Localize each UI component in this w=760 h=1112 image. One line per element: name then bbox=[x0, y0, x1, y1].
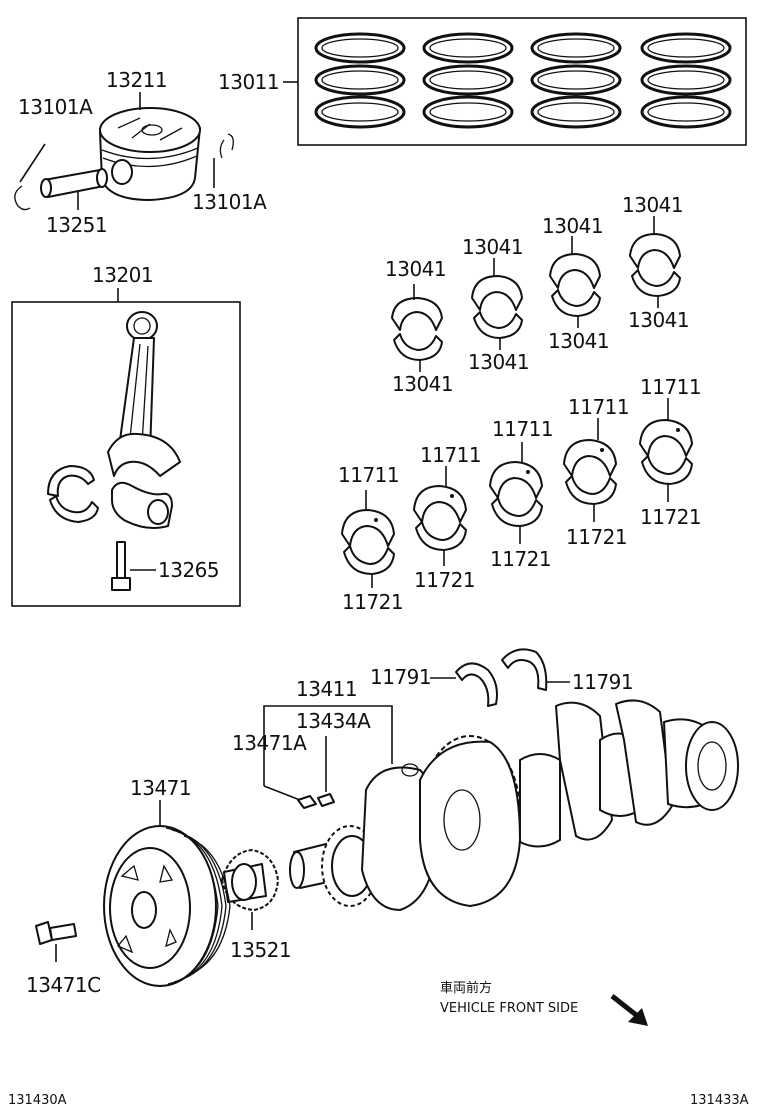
rod-bearing-pair-3[interactable] bbox=[549, 253, 601, 317]
label-main-lower-3: 11721 bbox=[490, 547, 551, 571]
label-snap-ring-right: 13101A bbox=[192, 190, 267, 214]
main-bearing-pair-1[interactable] bbox=[341, 509, 395, 575]
label-main-upper-2: 11711 bbox=[420, 443, 481, 467]
connecting-rod[interactable] bbox=[107, 311, 181, 529]
crank-keys[interactable] bbox=[297, 793, 335, 809]
label-pulley: 13471 bbox=[130, 776, 191, 800]
label-crank-sprocket: 13521 bbox=[230, 938, 291, 962]
label-pulley-key: 13471A bbox=[232, 731, 307, 755]
label-main-upper-4: 11711 bbox=[568, 395, 629, 419]
label-thrust-left: 11791 bbox=[370, 665, 431, 689]
label-main-lower-2: 11721 bbox=[414, 568, 475, 592]
label-piston: 13211 bbox=[106, 68, 167, 92]
main-bearing-pair-4[interactable] bbox=[563, 439, 617, 505]
label-main-upper-3: 11711 bbox=[492, 417, 553, 441]
front-note-en: VEHICLE FRONT SIDE bbox=[440, 1001, 578, 1016]
label-rod-bearing-1a: 13041 bbox=[385, 257, 446, 281]
snap-ring-left[interactable] bbox=[14, 185, 31, 211]
label-snap-ring-left: 13101A bbox=[18, 95, 93, 119]
label-ring-set: 13011 bbox=[218, 70, 279, 94]
label-rod-bearing-1b: 13041 bbox=[392, 372, 453, 396]
rod-bearing-pair-2[interactable] bbox=[471, 275, 523, 339]
label-main-lower-4: 11721 bbox=[566, 525, 627, 549]
rod-bearing-pair-4[interactable] bbox=[629, 233, 681, 297]
con-rod-bolt[interactable] bbox=[111, 541, 131, 591]
footer-code-left: 131430A bbox=[8, 1093, 67, 1108]
label-rod-bearing-3a: 13041 bbox=[542, 214, 603, 238]
label-rod-bearing-3b: 13041 bbox=[548, 329, 609, 353]
label-main-upper-5: 11711 bbox=[640, 375, 701, 399]
thrust-washer-right[interactable] bbox=[501, 648, 548, 691]
main-bearing-pair-3[interactable] bbox=[489, 461, 543, 527]
label-piston-pin: 13251 bbox=[46, 213, 107, 237]
arrow-down-right-icon bbox=[610, 994, 648, 1026]
main-bearing-pair-2[interactable] bbox=[413, 485, 467, 551]
thrust-washer-left[interactable] bbox=[455, 662, 498, 707]
label-main-lower-5: 11721 bbox=[640, 505, 701, 529]
crank-pulley[interactable] bbox=[103, 825, 231, 987]
rod-bearing-shell-loose[interactable] bbox=[47, 465, 99, 523]
main-bearing-pair-5[interactable] bbox=[639, 419, 693, 485]
crankshaft[interactable] bbox=[289, 699, 739, 911]
label-rod-bearing-2a: 13041 bbox=[462, 235, 523, 259]
footer-code-right: 131433A bbox=[690, 1093, 749, 1108]
rod-bearing-pair-1[interactable] bbox=[391, 297, 443, 361]
label-main-lower-1: 11721 bbox=[342, 590, 403, 614]
con-rod-box bbox=[11, 301, 241, 607]
label-con-rod: 13201 bbox=[92, 263, 153, 287]
label-con-rod-bolt: 13265 bbox=[158, 558, 219, 582]
label-rod-bearing-2b: 13041 bbox=[468, 350, 529, 374]
piston-pin[interactable] bbox=[40, 168, 108, 198]
piston-ring-set[interactable] bbox=[314, 32, 732, 129]
label-crank-key-a: 13434A bbox=[296, 709, 371, 733]
snap-ring-right[interactable] bbox=[219, 133, 234, 159]
label-main-upper-1: 11711 bbox=[338, 463, 399, 487]
front-note-jp: 車両前方 bbox=[440, 980, 492, 996]
label-crank-key-group: 13411 bbox=[296, 677, 357, 701]
pulley-bolt[interactable] bbox=[35, 921, 77, 945]
label-rod-bearing-4a: 13041 bbox=[622, 193, 683, 217]
crank-sprocket[interactable] bbox=[221, 849, 279, 911]
label-thrust-right: 11791 bbox=[572, 670, 633, 694]
label-rod-bearing-4b: 13041 bbox=[628, 308, 689, 332]
piston[interactable] bbox=[99, 107, 201, 201]
label-pulley-bolt: 13471C bbox=[26, 973, 101, 997]
